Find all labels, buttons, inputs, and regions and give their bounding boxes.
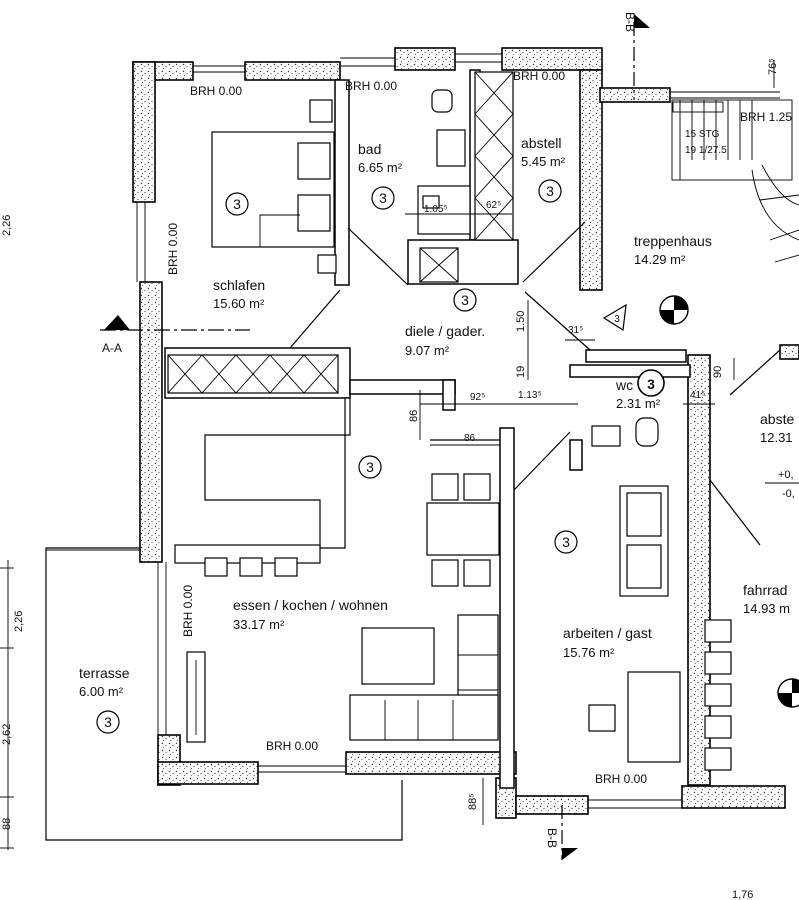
badge-triangle: 3 <box>614 314 620 325</box>
dim-left-top: 2,26 <box>1 215 13 236</box>
brh-essen-left: BRH 0.00 <box>181 585 195 637</box>
stair-steps: 15 STG <box>685 129 720 140</box>
section-labels: B-B B-B A-A <box>102 12 637 848</box>
room-abstell2-name: abste <box>760 411 794 427</box>
exterior-walls <box>132 47 799 819</box>
room-fahrrad-area: 14.93 m <box>743 601 790 616</box>
badge-diele: 3 <box>453 288 477 312</box>
room-fahrrad-name: fahrrad <box>743 582 787 598</box>
badge-abstell: 3 <box>538 179 562 203</box>
room-arbeiten-name: arbeiten / gast <box>563 625 652 641</box>
room-wc-area: 2.31 m² <box>616 396 661 411</box>
dim-113: 1.13⁵ <box>518 390 542 401</box>
wardrobe <box>167 354 339 394</box>
dim-left-262: 2,62 <box>1 724 13 745</box>
orientation-symbols <box>602 295 799 708</box>
room-terrasse-area: 6.00 m² <box>79 684 124 699</box>
room-abstell-name: abstell <box>521 135 561 151</box>
dimension-lines <box>0 60 799 850</box>
dim-90: 90 <box>712 366 724 378</box>
bed <box>211 99 337 274</box>
dim-92: 92⁵ <box>470 392 485 403</box>
staircase <box>671 99 799 263</box>
svg-text:3: 3 <box>562 534 570 550</box>
windows <box>136 53 780 809</box>
door-swings <box>289 221 781 546</box>
room-abstell2-area: 12.31 <box>760 430 793 445</box>
dim-19: 19 <box>515 366 527 378</box>
dining-table <box>426 473 500 587</box>
room-bad-name: bad <box>358 141 381 157</box>
room-badges: 3 3 3 3 3 3 3 3 3 <box>96 179 665 734</box>
dim-150: 1.50 <box>515 311 527 332</box>
svg-text:3: 3 <box>647 376 655 392</box>
room-diele-name: diele / gader. <box>405 323 485 339</box>
room-terrasse-name: terrasse <box>79 665 130 681</box>
room-diele-area: 9.07 m² <box>405 343 450 358</box>
room-schlafen-area: 15.60 m² <box>213 296 265 311</box>
stair-ratio: 19 1/27.5 <box>685 145 727 156</box>
section-top-label: B-B <box>623 12 637 32</box>
dim-62: 62⁵ <box>486 200 501 211</box>
dim-76: 76⁵ <box>767 58 779 75</box>
kitchen <box>174 397 351 577</box>
room-wc-name: wc <box>615 377 633 393</box>
brh-schlafen-left: BRH 0.00 <box>166 223 180 275</box>
terrace-outline <box>45 547 403 841</box>
brh-schlafen-top: BRH 0.00 <box>190 84 242 98</box>
svg-text:3: 3 <box>379 190 387 206</box>
badge-arbeiten: 3 <box>554 530 578 554</box>
stair-labels: 15 STG 19 1/27.5 <box>685 129 727 156</box>
sofa <box>186 614 499 743</box>
level-minus: -0, <box>782 488 795 500</box>
room-essen-area: 33.17 m² <box>233 617 285 632</box>
dim-bottom-right: 1,76 <box>732 889 753 900</box>
svg-text:3: 3 <box>104 714 112 730</box>
dim-left-226: 2,26 <box>13 611 25 632</box>
dim-86-horiz: 86 <box>464 433 476 444</box>
section-bottom-label: B-B <box>545 828 559 848</box>
dim-41: 41⁵ <box>690 390 705 401</box>
room-essen-name: essen / kochen / wohnen <box>233 597 388 613</box>
abstell-shelving <box>419 71 514 283</box>
room-bad-area: 6.65 m² <box>358 160 403 175</box>
badge-wc: 3 <box>637 369 665 397</box>
section-lines <box>100 14 650 860</box>
dim-86-vert: 86 <box>408 410 420 422</box>
dim-31: 31⁵ <box>568 325 583 336</box>
svg-text:3: 3 <box>233 196 241 212</box>
arbeiten-furniture <box>588 417 681 763</box>
brh-arbeiten: BRH 0.00 <box>595 772 647 786</box>
dim-105: 1.05⁵ <box>424 204 448 215</box>
brh-labels: BRH 0.00 BRH 0.00 BRH 0.00 BRH 1.25 BRH … <box>166 69 792 786</box>
dim-left-88: 88 <box>1 818 13 830</box>
brh-stair: BRH 1.25 <box>740 110 792 124</box>
room-arbeiten-area: 15.76 m² <box>563 645 615 660</box>
badge-schlafen: 3 <box>225 192 249 216</box>
bike-racks <box>704 619 732 771</box>
brh-abstell: BRH 0.00 <box>513 69 565 83</box>
svg-text:3: 3 <box>461 292 469 308</box>
room-schlafen-name: schlafen <box>213 277 265 293</box>
dimension-labels: 76⁵ 1.05⁵ 62⁵ 1.50 19 31⁵ 92⁵ 1.13⁵ 86 8… <box>1 58 795 900</box>
room-treppenhaus-name: treppenhaus <box>634 233 712 249</box>
svg-text:3: 3 <box>366 459 374 475</box>
badge-bad: 3 <box>371 186 395 210</box>
section-left-label: A-A <box>102 341 122 355</box>
room-treppenhaus-area: 14.29 m² <box>634 252 686 267</box>
badge-essen: 3 <box>358 455 382 479</box>
dim-88: 88⁵ <box>467 793 479 810</box>
room-labels: schlafen 15.60 m² bad 6.65 m² abstell 5.… <box>79 135 794 699</box>
svg-text:3: 3 <box>546 183 554 199</box>
badge-terrasse: 3 <box>96 710 120 734</box>
brh-essen-bottom: BRH 0.00 <box>266 739 318 753</box>
brh-bad: BRH 0.00 <box>345 79 397 93</box>
bathroom-fixtures <box>417 89 471 235</box>
room-abstell-area: 5.45 m² <box>521 154 566 169</box>
level-plus: +0, <box>778 469 794 481</box>
